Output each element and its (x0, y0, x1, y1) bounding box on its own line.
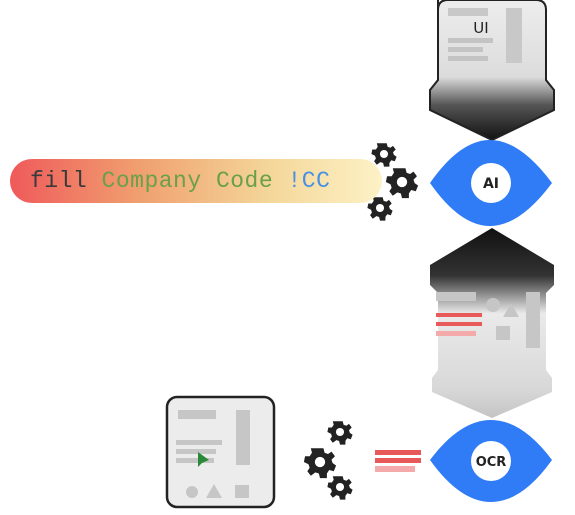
cursor-icon (198, 452, 209, 467)
gears-icon (303, 421, 353, 500)
ui-label: UI (473, 19, 488, 37)
parsed-document-node (430, 228, 554, 418)
command-bar (10, 159, 382, 203)
ocr-label: OCR (476, 455, 507, 470)
command-argument: Company Code (101, 168, 274, 194)
ai-eye-icon: AI (430, 140, 552, 226)
ocr-eye-icon: OCR (430, 420, 552, 502)
command-code: !CC (287, 168, 331, 194)
command-text: fill Company Code !CC (30, 165, 330, 197)
highlight-line (436, 322, 482, 326)
highlight-line (436, 313, 482, 317)
command-verb: fill (30, 168, 88, 194)
ai-label: AI (483, 176, 499, 192)
highlight-line (436, 331, 476, 336)
text-lines-icon (375, 450, 421, 472)
ui-document-node: UI (429, 0, 555, 142)
screenshot-document-icon (165, 395, 276, 509)
